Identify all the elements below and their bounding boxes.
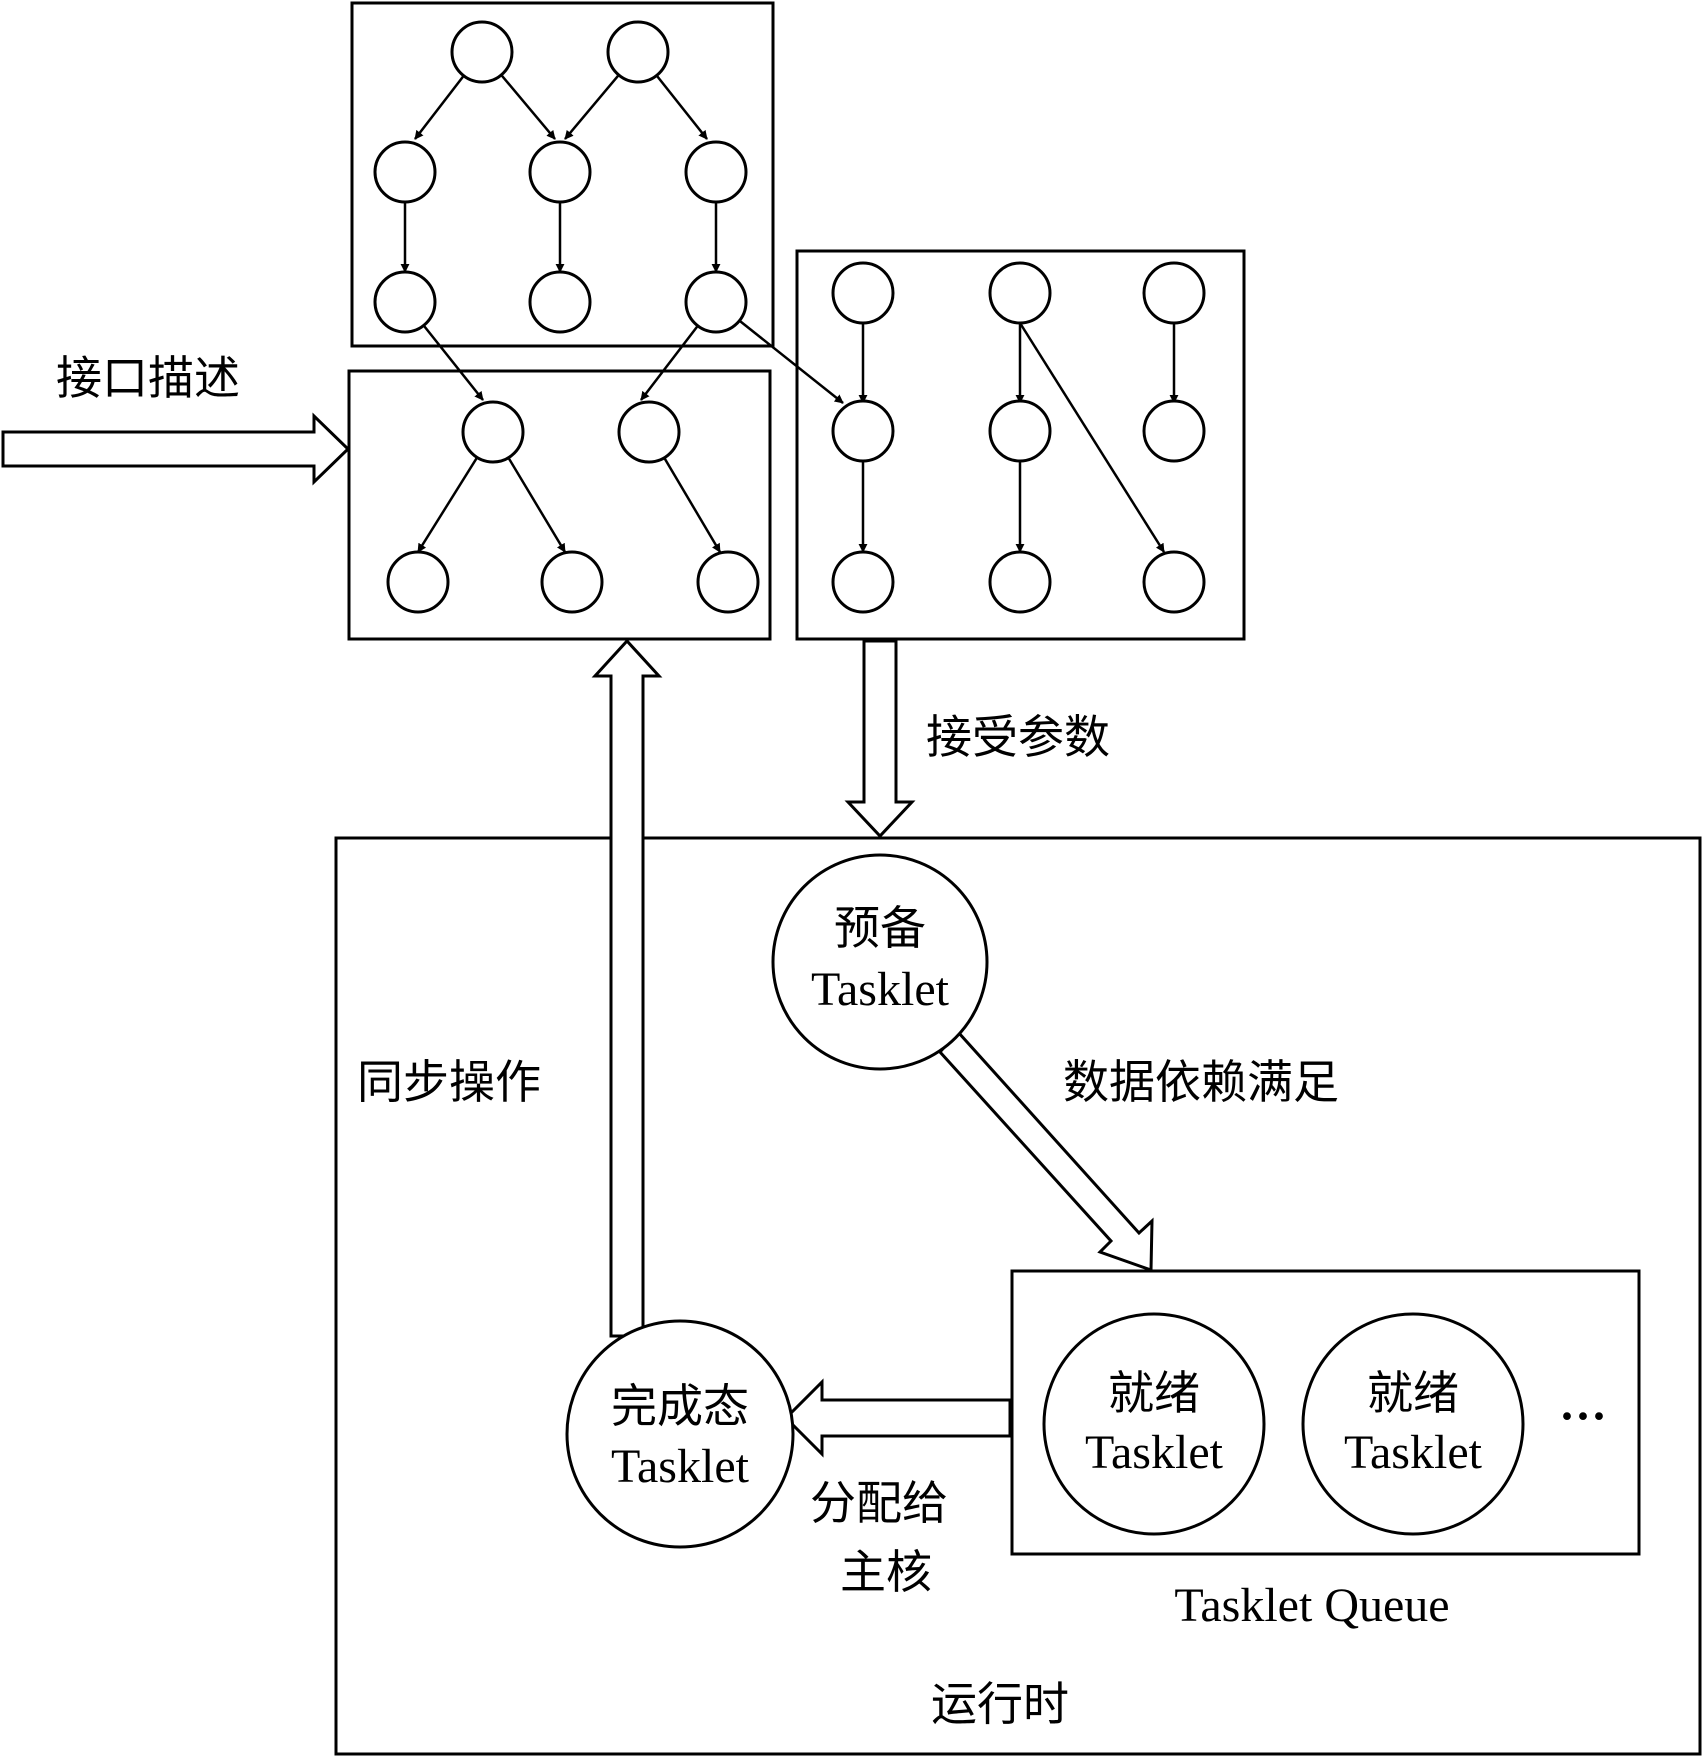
- interface-input-arrow: [1, 412, 351, 486]
- queue-label: Tasklet Queue: [1174, 1579, 1449, 1632]
- ready-tasklet-name: Tasklet: [1344, 1426, 1483, 1479]
- done-tasklet-circle: [565, 1319, 795, 1549]
- graph-node: [528, 270, 592, 334]
- graph-node: [831, 399, 895, 463]
- graph-node: [450, 20, 514, 84]
- graph-node: [386, 550, 450, 614]
- graph-node: [528, 140, 592, 204]
- graph-node: [684, 270, 748, 334]
- ready-tasklet-label: 就绪: [1108, 1366, 1200, 1420]
- sync-op-label: 同步操作: [357, 1055, 541, 1109]
- graph-node: [373, 270, 437, 334]
- graph-node: [696, 550, 760, 614]
- accept-params-label: 接受参数: [926, 710, 1110, 764]
- graph-node: [988, 399, 1052, 463]
- ready-tasklet-circle: [1042, 1312, 1266, 1536]
- graph-node: [461, 400, 525, 464]
- graph-node: [540, 550, 604, 614]
- assign-arrow: [783, 1378, 1012, 1458]
- graph-node: [988, 261, 1052, 325]
- prepared-tasklet-name: Tasklet: [811, 963, 950, 1016]
- accept-params-arrow: [844, 639, 916, 839]
- tasklet-queue-box: [1010, 1269, 1641, 1556]
- graph-node: [617, 400, 681, 464]
- graph-node: [1142, 399, 1206, 463]
- assign-label-line2: 主核: [840, 1545, 932, 1599]
- dag-box-middle: [347, 369, 772, 641]
- dag-box-right: [795, 249, 1246, 641]
- sync-arrow: [591, 638, 663, 1338]
- prepared-tasklet-label: 预备: [834, 901, 926, 955]
- done-tasklet-label: 完成态: [611, 1379, 749, 1433]
- graph-node: [373, 140, 437, 204]
- data-dependency-label: 数据依赖满足: [1063, 1055, 1339, 1109]
- graph-node: [988, 550, 1052, 614]
- interface-desc-label: 接口描述: [56, 351, 240, 405]
- graph-node: [684, 140, 748, 204]
- assign-label-line1: 分配给: [810, 1476, 948, 1530]
- graph-node: [606, 20, 670, 84]
- ready-tasklet-label: 就绪: [1367, 1366, 1459, 1420]
- runtime-label: 运行时: [931, 1677, 1069, 1731]
- runtime-box: [334, 836, 1702, 1756]
- graph-nodes: [373, 20, 1206, 614]
- graph-node: [1142, 261, 1206, 325]
- graph-node: [831, 261, 895, 325]
- dag-box-top: [350, 1, 775, 348]
- graph-node: [831, 550, 895, 614]
- done-tasklet-name: Tasklet: [611, 1440, 750, 1493]
- graph-edges: [400, 51, 1179, 553]
- ellipsis-label: ···: [1559, 1390, 1607, 1443]
- ready-tasklet-circle: [1301, 1312, 1525, 1536]
- ready-tasklet-name: Tasklet: [1085, 1426, 1224, 1479]
- data-dependency-arrow: [937, 1029, 1154, 1273]
- graph-node: [1142, 550, 1206, 614]
- prepared-tasklet-circle: [771, 853, 989, 1071]
